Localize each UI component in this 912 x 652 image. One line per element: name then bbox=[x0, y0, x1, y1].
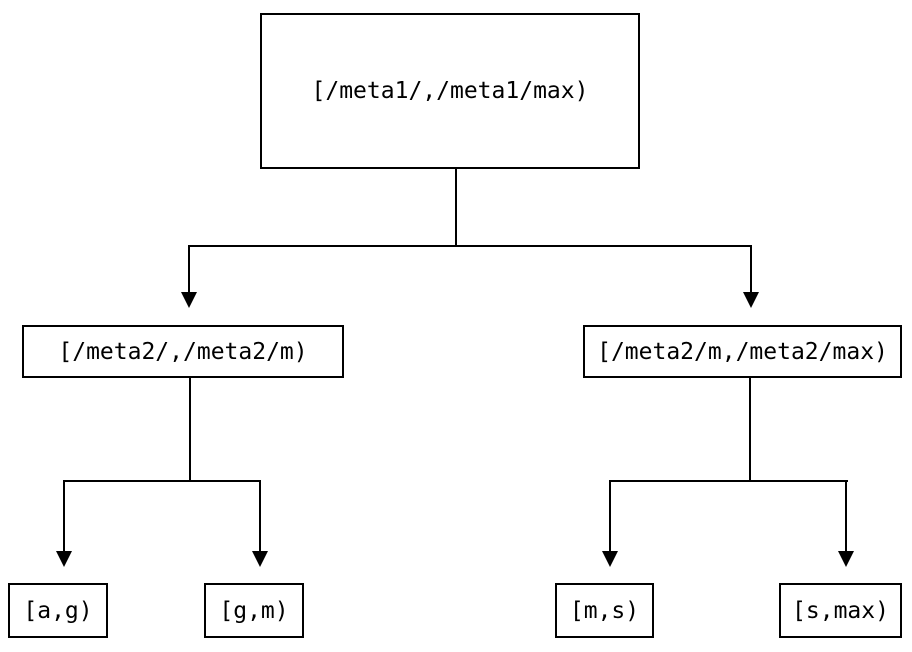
tree-node-leaf-ag-label: [a,g) bbox=[23, 597, 93, 624]
tree-node-meta2-right: [/meta2/m,/meta2/max) bbox=[583, 325, 902, 378]
tree-node-leaf-gm: [g,m) bbox=[204, 583, 304, 638]
tree-node-meta2-left-label: [/meta2/,/meta2/m) bbox=[58, 338, 308, 365]
arrow-down-icon bbox=[252, 551, 268, 567]
tree-node-leaf-ag: [a,g) bbox=[8, 583, 108, 638]
edge-meta2-left-stem-line bbox=[189, 378, 191, 481]
arrow-down-icon bbox=[743, 292, 759, 308]
edge-root-horizontal-line bbox=[188, 245, 752, 247]
edge-meta2-left-horizontal-line bbox=[63, 480, 261, 482]
tree-node-leaf-smax: [s,max) bbox=[779, 583, 902, 638]
arrow-down-icon bbox=[56, 551, 72, 567]
edge-meta2-right-horizontal-line bbox=[609, 480, 848, 482]
edge-meta2-right-stem-line bbox=[749, 378, 751, 481]
arrow-down-icon bbox=[602, 551, 618, 567]
tree-node-leaf-gm-label: [g,m) bbox=[219, 597, 289, 624]
edge-root-left-drop-line bbox=[188, 245, 190, 292]
tree-node-leaf-smax-label: [s,max) bbox=[792, 597, 889, 624]
arrow-down-icon bbox=[838, 551, 854, 567]
tree-node-meta2-left: [/meta2/,/meta2/m) bbox=[22, 325, 344, 378]
arrow-down-icon bbox=[181, 292, 197, 308]
tree-node-leaf-ms: [m,s) bbox=[555, 583, 654, 638]
edge-meta2-right-left-drop-line bbox=[609, 480, 611, 552]
edge-root-right-drop-line bbox=[750, 245, 752, 292]
edge-meta2-left-left-drop-line bbox=[63, 480, 65, 552]
edge-meta2-right-right-drop-line bbox=[845, 480, 847, 552]
tree-node-meta2-right-label: [/meta2/m,/meta2/max) bbox=[597, 338, 888, 365]
edge-root-stem-line bbox=[455, 169, 457, 247]
tree-node-root: [/meta1/,/meta1/max) bbox=[260, 13, 640, 169]
tree-node-leaf-ms-label: [m,s) bbox=[569, 597, 640, 624]
tree-node-root-label: [/meta1/,/meta1/max) bbox=[311, 78, 589, 104]
edge-meta2-left-right-drop-line bbox=[259, 480, 261, 552]
